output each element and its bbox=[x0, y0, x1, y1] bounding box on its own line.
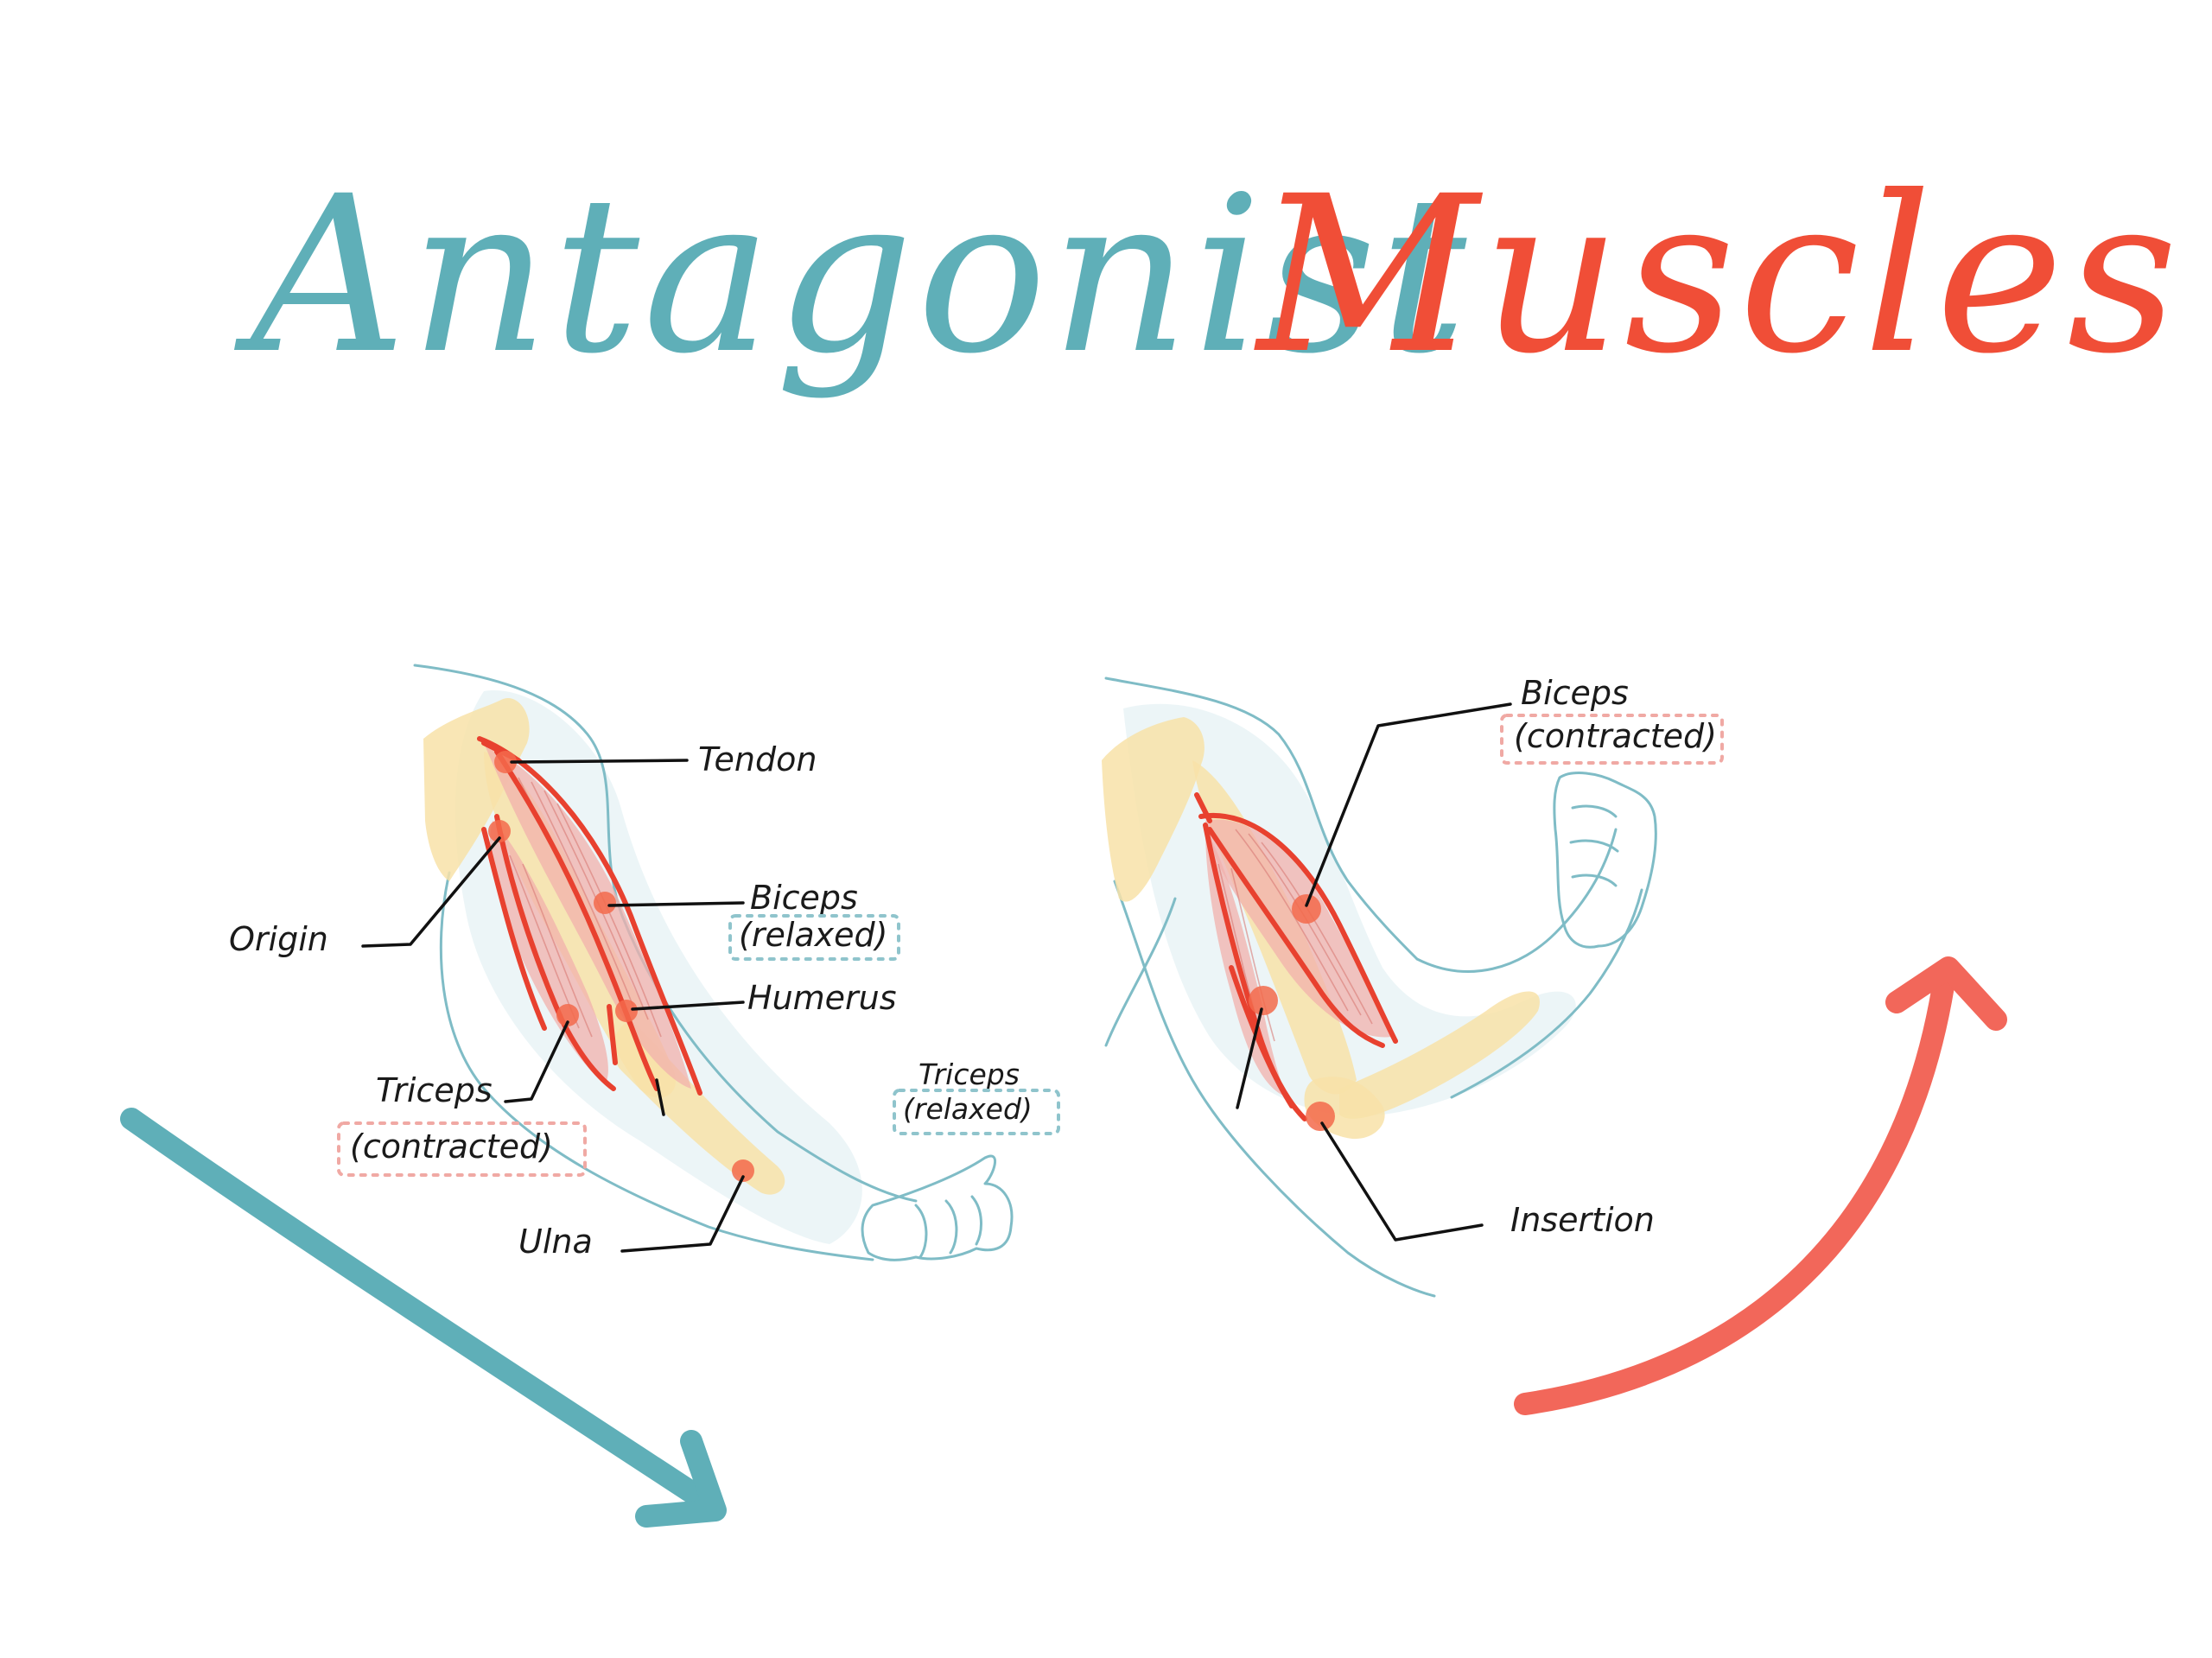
leader-humerus bbox=[631, 1001, 745, 1011]
right-triceps-outline-inner bbox=[1229, 965, 1294, 1109]
label-triceps-right-state: (relaxed) bbox=[903, 1092, 1033, 1126]
label-tendon: Tendon bbox=[698, 740, 817, 778]
left-humerus-point bbox=[615, 1000, 638, 1022]
right-tendon-line bbox=[1194, 792, 1212, 823]
box-triceps-relaxed bbox=[893, 1089, 1060, 1135]
leader-triceps-left bbox=[504, 1020, 569, 1103]
right-arm-skin-lower bbox=[1113, 880, 1436, 1298]
right-arm-illustration: Biceps (contracted) Insertion bbox=[1102, 674, 1724, 1298]
label-insertion: Insertion bbox=[1510, 1201, 1655, 1239]
label-origin: Origin bbox=[229, 920, 328, 958]
down-arrow-shaft bbox=[120, 1108, 720, 1515]
left-triceps-point bbox=[556, 1004, 579, 1026]
leader-biceps-right bbox=[1305, 702, 1512, 907]
right-forearm-bones bbox=[1339, 991, 1540, 1119]
label-biceps-right-state: (contracted) bbox=[1514, 717, 1717, 755]
leader-small-tick bbox=[655, 1078, 665, 1116]
right-biceps-outline bbox=[1198, 812, 1398, 1044]
leader-ulna bbox=[620, 1175, 745, 1253]
leader-origin bbox=[361, 836, 501, 948]
left-fist-knuckles bbox=[914, 1195, 982, 1259]
left-triceps-outline-inner bbox=[481, 827, 547, 1031]
title-muscles: Muscles bbox=[1254, 149, 2182, 401]
label-triceps-right: Triceps bbox=[918, 1058, 1020, 1091]
leader-tendon bbox=[510, 759, 689, 764]
up-arrow-head bbox=[1885, 956, 2007, 1031]
label-biceps-left: Biceps bbox=[750, 879, 858, 917]
label-triceps-left: Triceps bbox=[376, 1071, 493, 1109]
left-triceps-outline bbox=[494, 814, 616, 1091]
right-insertion-point bbox=[1306, 1102, 1335, 1131]
left-arm-skin-outline-under bbox=[439, 871, 874, 1261]
label-biceps-right: Biceps bbox=[1521, 674, 1629, 712]
right-scapula-bone bbox=[1102, 717, 1205, 902]
right-arm-skin-back bbox=[1104, 897, 1177, 1047]
left-ulna-point bbox=[732, 1159, 754, 1182]
up-arrow bbox=[1514, 956, 2007, 1415]
left-triceps-muscle bbox=[489, 821, 608, 1084]
box-biceps-contracted bbox=[1500, 714, 1724, 765]
left-biceps-outline bbox=[477, 736, 702, 1096]
leader-insertion bbox=[1320, 1121, 1484, 1242]
left-scapula-bone bbox=[423, 698, 530, 881]
up-arrow-shaft bbox=[1514, 969, 1955, 1415]
title-antagonist: Antagonist bbox=[233, 149, 1470, 401]
right-fist bbox=[1553, 772, 1657, 949]
right-biceps-outline-inner bbox=[1207, 827, 1385, 1048]
left-forearm-bones bbox=[613, 1020, 785, 1195]
label-humerus: Humerus bbox=[747, 979, 897, 1017]
right-biceps-point bbox=[1292, 894, 1321, 924]
left-origin-point bbox=[488, 820, 511, 842]
box-biceps-relaxed bbox=[728, 914, 900, 961]
label-ulna: Ulna bbox=[518, 1223, 593, 1261]
right-arm-skin-upper bbox=[1104, 677, 1419, 961]
left-biceps-outline-inner bbox=[494, 749, 659, 1091]
left-tendon-line-2 bbox=[607, 1004, 618, 1065]
label-biceps-left-state: (relaxed) bbox=[739, 916, 887, 954]
left-fist bbox=[861, 1154, 1014, 1261]
right-biceps-muscle bbox=[1205, 819, 1391, 1038]
right-forearm-skin bbox=[1415, 828, 1643, 1099]
right-fist-knuckles bbox=[1569, 804, 1619, 887]
leader-biceps-left bbox=[607, 901, 745, 907]
left-arm-illustration: Tendon Biceps (relaxed) Humerus Origin T… bbox=[229, 664, 1060, 1261]
label-triceps-left-state: (contracted) bbox=[350, 1128, 553, 1166]
right-triceps-point bbox=[1249, 986, 1278, 1015]
down-arrow bbox=[120, 1108, 727, 1528]
left-tendon-point bbox=[494, 751, 517, 773]
box-triceps-contracted bbox=[337, 1121, 587, 1177]
left-biceps-point bbox=[594, 892, 616, 914]
leader-triceps-right-tick bbox=[1236, 1007, 1263, 1109]
down-arrow-head bbox=[635, 1430, 727, 1528]
